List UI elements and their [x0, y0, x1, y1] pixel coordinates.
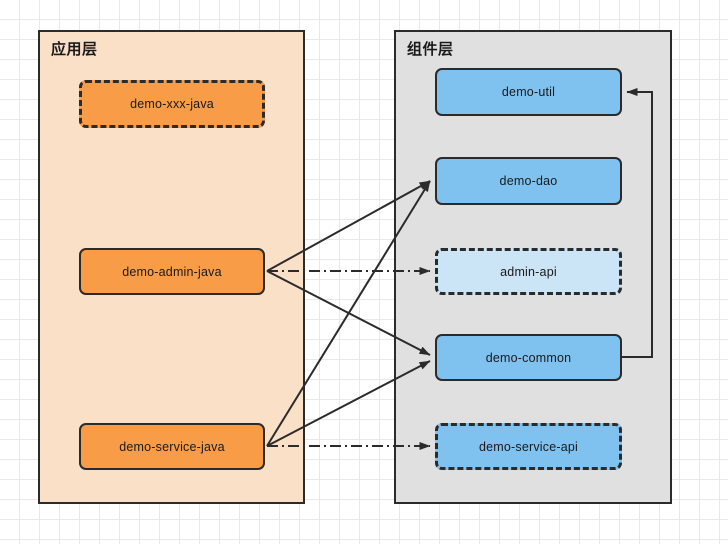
node-demo-service-java[interactable]: demo-service-java: [79, 423, 265, 470]
node-demo-common[interactable]: demo-common: [435, 334, 622, 381]
node-label: demo-dao: [499, 174, 558, 188]
node-demo-admin-java[interactable]: demo-admin-java: [79, 248, 265, 295]
node-demo-service-api[interactable]: demo-service-api: [435, 423, 622, 470]
node-label: demo-service-api: [478, 439, 579, 454]
node-admin-api[interactable]: admin-api: [435, 248, 622, 295]
panel-title-component-layer: 组件层: [407, 41, 454, 58]
node-label: demo-service-java: [119, 439, 225, 454]
panel-title-application-layer: 应用层: [51, 41, 98, 58]
edge-service-to-common[interactable]: [266, 360, 431, 447]
node-demo-dao[interactable]: demo-dao: [435, 157, 622, 205]
node-demo-xxx-java[interactable]: demo-xxx-java: [79, 80, 265, 128]
node-label: demo-admin-java: [122, 264, 222, 279]
edge-common-to-util[interactable]: [622, 88, 653, 358]
node-label: admin-api: [500, 264, 557, 279]
node-label: demo-util: [501, 85, 556, 99]
edge-admin-to-dao[interactable]: [266, 180, 431, 272]
edge-service-to-dao[interactable]: [266, 180, 431, 447]
node-demo-util[interactable]: demo-util: [435, 68, 622, 116]
node-label: demo-xxx-java: [130, 97, 214, 111]
node-label: demo-common: [485, 350, 572, 365]
